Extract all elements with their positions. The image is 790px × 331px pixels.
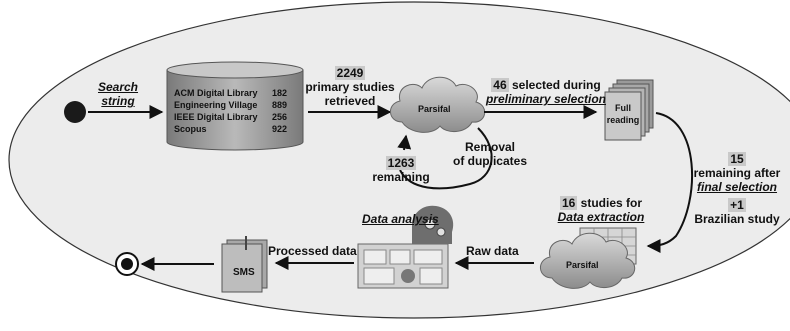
final-text: remaining after <box>693 166 781 180</box>
db-name: Scopus <box>174 124 207 134</box>
data-analysis-label: Data analysis <box>362 212 439 226</box>
arrow-loop-to-parsifal <box>397 134 412 151</box>
preliminary-label: 46 selected during preliminary selection <box>476 78 616 106</box>
parsifal-cloud-top <box>390 76 486 133</box>
remaining-1263-label: 1263 remaining <box>366 156 436 184</box>
database-cylinder <box>166 61 304 151</box>
preliminary-line2: preliminary selection <box>485 92 607 106</box>
parsifal-top-label: Parsifal <box>418 102 451 116</box>
db-count-ieee: 256 <box>272 112 287 123</box>
retrieved-label: 2249 primary studies retrieved <box>300 66 400 108</box>
db-row-scopus: Scopus <box>174 124 207 135</box>
data-analysis-text: Data analysis <box>362 212 439 226</box>
search-line2: string <box>101 94 135 108</box>
preliminary-count: 46 <box>491 78 509 92</box>
raw-data-text: Raw data <box>466 244 519 258</box>
removal-line2: of duplicates <box>452 154 527 168</box>
brazilian-count: +1 <box>728 198 746 212</box>
head-gears-icon <box>412 205 454 244</box>
parsifal-top-text: Parsifal <box>418 104 451 114</box>
extraction-line2: Data extraction <box>557 210 645 224</box>
db-count-scopus: 922 <box>272 124 287 135</box>
sms-document-icon <box>221 236 268 293</box>
db-name: Engineering Village <box>174 100 258 110</box>
brazilian-text: Brazilian study <box>694 212 780 226</box>
db-count: 182 <box>272 88 288 98</box>
db-count-engineering: 889 <box>272 100 287 111</box>
parsifal-bottom-label: Parsifal <box>566 258 599 272</box>
preliminary-text: selected during <box>512 78 601 92</box>
db-row-ieee: IEEE Digital Library <box>174 112 258 123</box>
retrieved-line2: retrieved <box>324 94 376 108</box>
full-reading-line1: Full <box>615 103 631 113</box>
loop-removal-duplicates <box>399 127 493 190</box>
parsifal-cloud-bottom <box>540 232 636 289</box>
final-line2: final selection <box>696 180 778 194</box>
db-row-acm: ACM Digital Library <box>174 88 258 99</box>
raw-data-label: Raw data <box>466 244 519 258</box>
db-name: IEEE Digital Library <box>174 112 258 122</box>
db-count: 922 <box>272 124 288 134</box>
full-reading-line2: reading <box>606 115 640 125</box>
db-count-acm: 182 <box>272 88 287 99</box>
start-node <box>64 101 86 123</box>
end-node-inner <box>121 258 133 270</box>
brazilian-label: +1 Brazilian study <box>684 198 790 226</box>
dashboard-icon <box>357 243 449 289</box>
parsifal-bottom-text: Parsifal <box>566 260 599 270</box>
db-row-engineering: Engineering Village <box>174 100 257 111</box>
retrieved-count: 2249 <box>334 66 366 80</box>
full-reading-label: Full reading <box>604 102 642 126</box>
search-line1: Search <box>97 80 139 94</box>
retrieved-line1: primary studies <box>305 80 395 94</box>
search-string-label: Search string <box>88 80 148 108</box>
processed-data-text: Processed data <box>268 244 357 258</box>
full-reading-stack <box>604 79 654 141</box>
processed-data-label: Processed data <box>268 244 357 258</box>
final-selection-label: 15 remaining after final selection <box>684 152 790 194</box>
sms-text: SMS <box>233 267 255 278</box>
arrow-full-reading-to-extraction <box>646 112 693 253</box>
removal-label: Removal of duplicates <box>440 140 540 168</box>
db-count: 889 <box>272 100 288 110</box>
remaining-1263-count: 1263 <box>385 156 417 170</box>
extraction-count: 16 <box>559 196 578 210</box>
removal-line1: Removal <box>464 140 516 154</box>
extraction-label: 16 studies for Data extraction <box>546 196 656 224</box>
remaining-1263-text: remaining <box>372 170 430 184</box>
db-name: ACM Digital Library <box>174 88 258 98</box>
extraction-text: studies for <box>580 196 643 210</box>
sms-label: SMS <box>233 266 255 280</box>
db-count: 256 <box>272 112 288 122</box>
final-count: 15 <box>728 152 746 166</box>
